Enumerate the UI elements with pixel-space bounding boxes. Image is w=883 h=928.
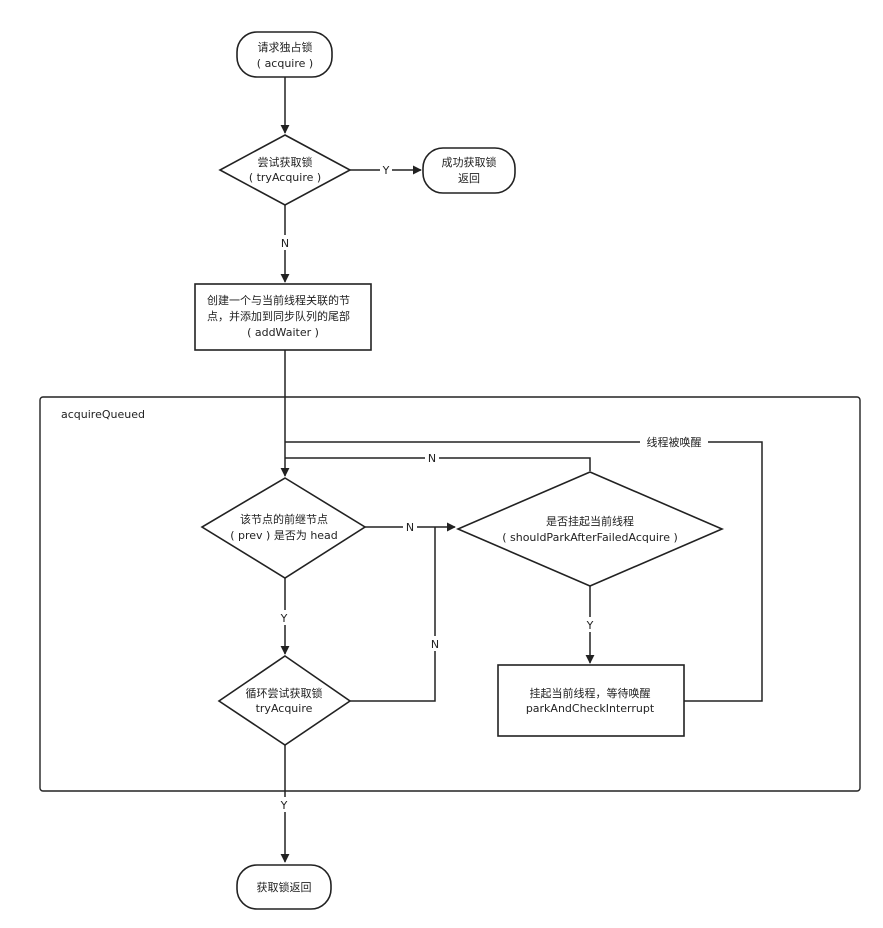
loop-try-decision <box>217 655 352 746</box>
park-process <box>497 664 685 737</box>
should-park-decision <box>455 471 725 587</box>
try-acquire-text-1: 尝试获取锁 <box>258 155 313 169</box>
park-text-2: parkAndCheckInterrupt <box>526 702 655 715</box>
edge-shouldpark-no-loop <box>285 457 591 471</box>
try-acquire-decision <box>218 134 352 206</box>
success-node-text-1: 成功获取锁 <box>442 155 497 169</box>
acquire-queued-label: acquireQueued <box>61 408 145 421</box>
prev-is-head-decision <box>200 477 367 579</box>
start-node-text-2: ( acquire ) <box>257 57 313 70</box>
should-park-text-1: 是否挂起当前线程 <box>546 514 634 528</box>
acquire-queued-frame <box>39 396 861 792</box>
add-waiter-text-3: ( addWaiter ) <box>247 326 319 339</box>
should-park-text-2: ( shouldParkAfterFailedAcquire ) <box>502 531 678 544</box>
label-loop-yes: Y <box>280 799 288 812</box>
label-prev-no: N <box>406 521 414 534</box>
prev-is-head-text-1: 该节点的前继节点 <box>240 512 328 526</box>
loop-try-text-1: 循环尝试获取锁 <box>246 686 323 700</box>
success-node <box>422 147 516 194</box>
label-try-no: N <box>281 237 289 250</box>
add-waiter-text-1: 创建一个与当前线程关联的节 <box>207 293 350 307</box>
end-node <box>236 864 332 910</box>
end-node-text: 获取锁返回 <box>257 880 312 894</box>
label-shouldpark-no: N <box>428 452 436 465</box>
try-acquire-text-2: ( tryAcquire ) <box>249 171 321 184</box>
success-node-text-2: 返回 <box>458 172 480 185</box>
loop-try-text-2: tryAcquire <box>256 702 313 715</box>
add-waiter-text-2: 点，并添加到同步队列的尾部 <box>207 309 350 323</box>
label-loop-no: N <box>431 638 439 651</box>
start-node-text-1: 请求独占锁 <box>258 40 313 54</box>
prev-is-head-text-2: ( prev ) 是否为 head <box>230 529 338 542</box>
park-text-1: 挂起当前线程，等待唤醒 <box>530 686 651 700</box>
edge-woken-loop <box>285 441 763 702</box>
label-woken: 线程被唤醒 <box>647 435 702 449</box>
add-waiter-process <box>194 283 372 351</box>
label-prev-yes: Y <box>280 612 288 625</box>
start-node <box>236 31 333 78</box>
edge-loop-no <box>350 527 436 702</box>
label-try-yes: Y <box>382 164 390 177</box>
label-park-yes: Y <box>586 619 594 632</box>
